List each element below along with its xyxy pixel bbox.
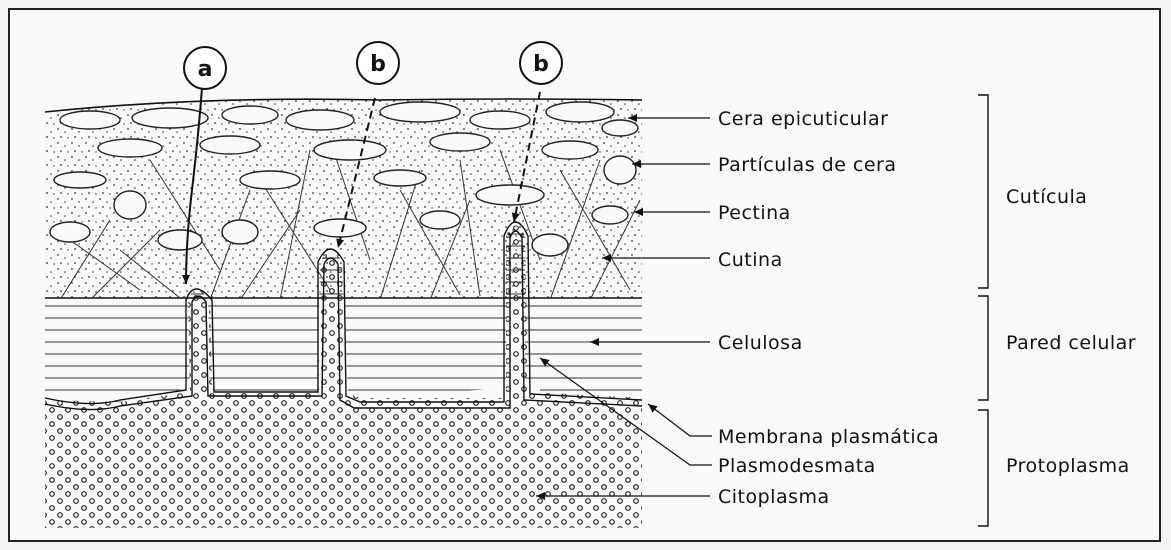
marker-a: a — [184, 47, 226, 89]
marker-b-1: b — [357, 42, 399, 84]
label-plasmodesmata: Plasmodesmata — [718, 455, 876, 477]
label-pectina: Pectina — [718, 202, 791, 224]
label-cera-epicuticular: Cera epicuticular — [718, 108, 888, 130]
region-protoplasma: Protoplasma — [1006, 455, 1130, 477]
label-cutina: Cutina — [718, 249, 783, 271]
region-cuticula: Cutícula — [1006, 186, 1087, 208]
label-citoplasma: Citoplasma — [718, 486, 830, 508]
label-celulosa: Celulosa — [718, 332, 803, 354]
marker-b-2: b — [520, 42, 562, 84]
svg-text:a: a — [198, 57, 213, 82]
region-pared-celular: Pared celular — [1006, 332, 1136, 354]
label-particulas-de-cera: Partículas de cera — [718, 154, 897, 176]
label-membrana-plasmatica: Membrana plasmática — [718, 426, 939, 448]
svg-text:b: b — [533, 52, 549, 77]
region-brackets — [978, 95, 988, 526]
svg-text:b: b — [370, 52, 386, 77]
